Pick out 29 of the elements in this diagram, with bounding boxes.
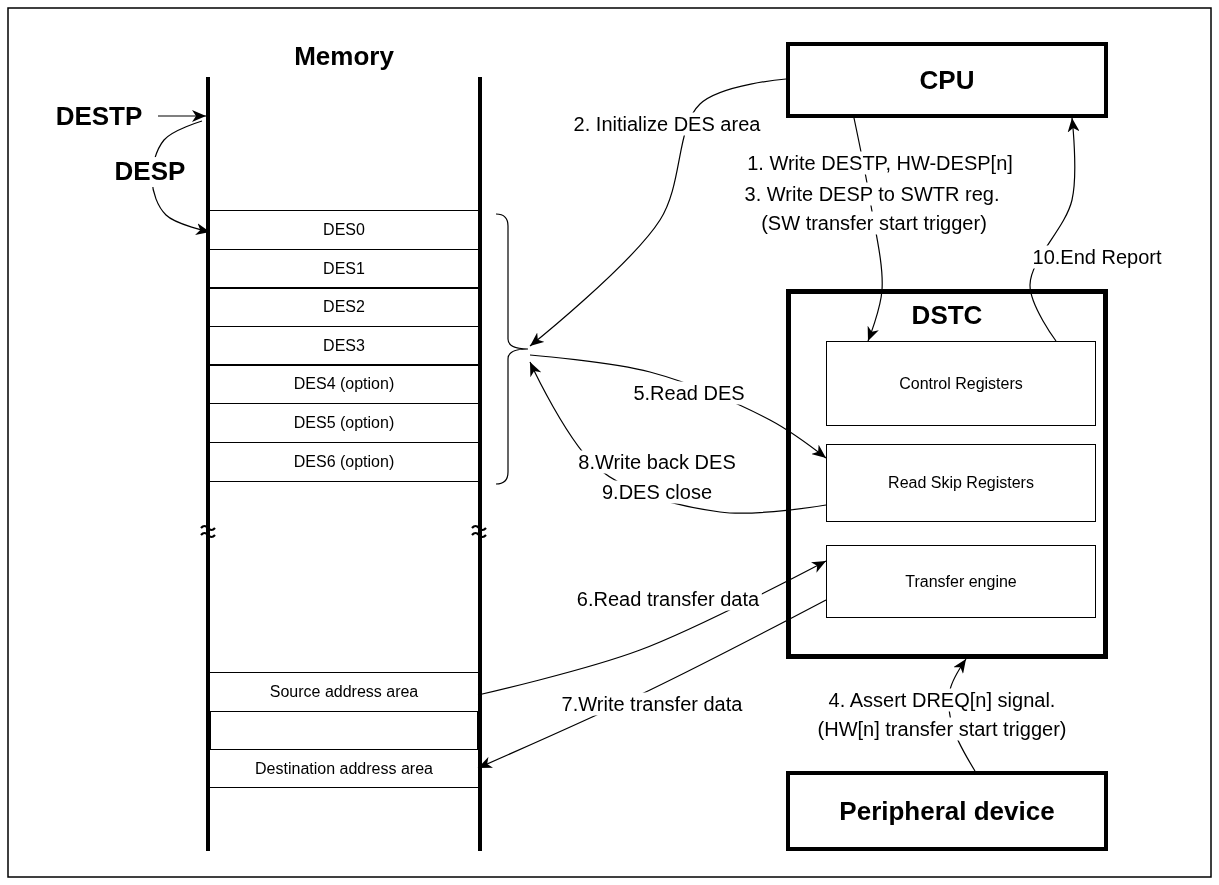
block-label: Peripheral device (839, 795, 1055, 827)
row-label: DES2 (323, 298, 365, 317)
register-box (826, 341, 1096, 426)
register-label: Read Skip Registers (888, 474, 1034, 492)
row-label: Destination address area (255, 759, 433, 778)
block-box (786, 42, 1108, 118)
row-label: DES5 (option) (293, 414, 395, 433)
row-label: DES1 (323, 259, 365, 278)
row-label: DES3 (323, 336, 365, 355)
module-box (786, 289, 1108, 659)
register-label: Control Registers (899, 374, 1023, 393)
brace-bracket (494, 212, 530, 486)
arrow (157, 110, 207, 122)
row-label: DES6 (option) (293, 452, 395, 471)
memory-row (210, 711, 478, 750)
arrow (477, 560, 827, 696)
register-box (826, 545, 1096, 618)
block-box (786, 771, 1108, 851)
column-heading: Memory (294, 41, 394, 72)
pointer-label: DESTP (55, 100, 143, 132)
arrow (529, 78, 787, 347)
row-label: DES4 (option) (293, 375, 395, 394)
register-label: Transfer engine (905, 572, 1017, 591)
register-box (826, 444, 1096, 522)
arrow (1029, 117, 1080, 342)
module-heading: DSTC (911, 300, 983, 331)
row-label: Source address area (269, 683, 419, 701)
row-label: DES0 (323, 221, 365, 240)
block-label: CPU (919, 64, 975, 96)
